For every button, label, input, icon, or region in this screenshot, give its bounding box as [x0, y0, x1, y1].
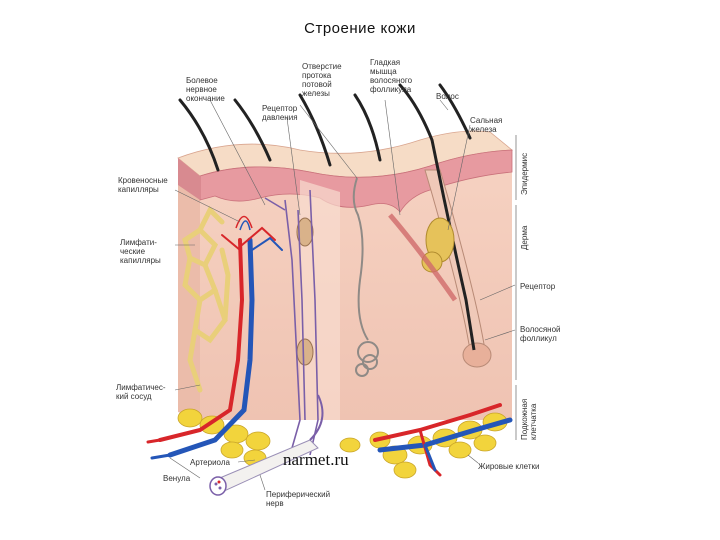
label-arteriole: Артериола — [190, 458, 230, 467]
label-pressure-receptor: Рецептор давления — [262, 104, 298, 122]
label-pain-nerve-endings: Болевое нервное окончание — [186, 76, 225, 103]
label-hypodermis: Подкожная клетчатка — [520, 399, 538, 440]
dermis-cut-panel — [300, 180, 340, 420]
label-receptor: Рецептор — [520, 282, 555, 291]
label-epidermis: Эпидермис — [520, 153, 529, 195]
label-dermis: Дерма — [520, 226, 529, 250]
watermark-text: narmet.ru — [283, 450, 349, 470]
label-duct-opening: Отверстие протока потовой железы — [302, 62, 342, 98]
label-hair: Волос — [436, 92, 459, 101]
label-fat-cells: Жировые клетки — [478, 462, 540, 471]
label-sebaceous-gland: Сальная железа — [470, 116, 502, 134]
label-lymph-vessel: Лимфатичес- кий сосуд — [116, 383, 166, 401]
label-venule: Венула — [163, 474, 190, 483]
label-hair-follicle: Волосяной фолликул — [520, 325, 560, 343]
label-blood-capillaries: Кровеносные капилляры — [118, 176, 168, 194]
label-smooth-muscle: Гладкая мышца волосяного фолликула — [370, 58, 412, 94]
label-peripheral-nerve: Периферический нерв — [266, 490, 330, 508]
label-lymph-capillaries: Лимфати- ческие капилляры — [120, 238, 161, 265]
